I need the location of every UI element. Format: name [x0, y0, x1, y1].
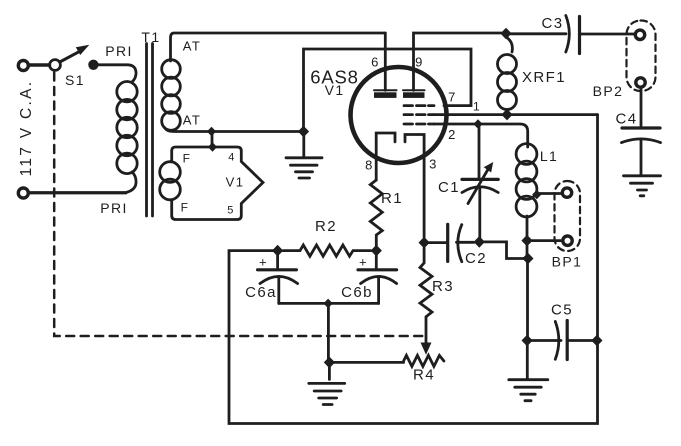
svg-text:V1: V1 [226, 175, 245, 190]
svg-text:S1: S1 [65, 72, 85, 88]
svg-text:XRF1: XRF1 [522, 69, 566, 86]
svg-text:5: 5 [227, 205, 235, 217]
svg-text:6AS8: 6AS8 [310, 67, 358, 88]
svg-text:C2: C2 [465, 250, 487, 267]
svg-text:R3: R3 [432, 278, 454, 295]
svg-text:C6b: C6b [341, 284, 373, 301]
svg-text:C5: C5 [551, 302, 573, 319]
svg-text:V1: V1 [325, 82, 345, 98]
svg-text:R4: R4 [413, 367, 435, 384]
svg-text:F: F [181, 201, 190, 215]
svg-text:PRI: PRI [100, 200, 128, 216]
svg-text:1: 1 [473, 100, 481, 114]
svg-text:6: 6 [371, 55, 380, 70]
svg-text:C3: C3 [542, 15, 564, 32]
svg-text:8: 8 [365, 158, 374, 173]
svg-text:+: + [259, 255, 268, 270]
svg-text:BP2: BP2 [593, 83, 624, 99]
svg-text:AT: AT [183, 39, 201, 54]
svg-text:F: F [183, 152, 192, 166]
svg-text:3: 3 [429, 157, 438, 172]
svg-text:C6a: C6a [245, 284, 277, 301]
svg-text:T1: T1 [141, 29, 160, 45]
svg-text:C1: C1 [438, 179, 460, 196]
svg-text:BP1: BP1 [552, 254, 583, 270]
svg-text:7: 7 [448, 90, 457, 105]
svg-text:+: + [359, 255, 368, 270]
svg-text:C4: C4 [616, 111, 638, 128]
svg-text:2: 2 [448, 127, 457, 142]
svg-text:R2: R2 [315, 218, 337, 235]
svg-text:4: 4 [228, 152, 236, 164]
svg-text:9: 9 [415, 55, 424, 70]
svg-text:L1: L1 [540, 148, 558, 164]
svg-text:AT: AT [183, 113, 201, 128]
svg-text:PRI: PRI [105, 43, 133, 59]
svg-text:R1: R1 [381, 190, 403, 207]
svg-text:117 V C.A.: 117 V C.A. [18, 80, 35, 177]
